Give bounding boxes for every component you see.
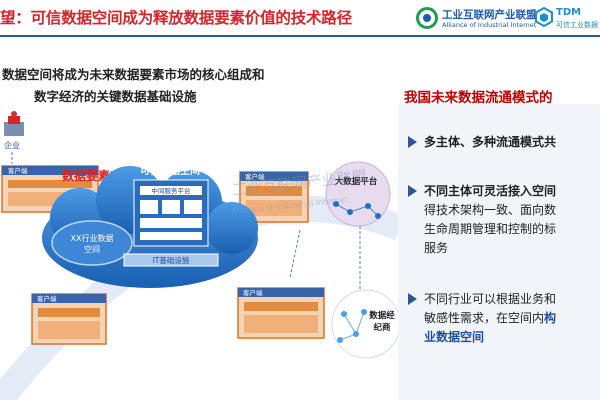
right-title: 我国未来数据流通模式的 [404, 90, 553, 106]
client-box-right-bottom: 客户端 [237, 287, 325, 339]
svg-text:客户端: 客户端 [8, 166, 28, 175]
middleware-label: 中间服务平台 [152, 186, 191, 195]
tdm-logo-sub: 可信工业数据 [556, 21, 598, 29]
data-broker [331, 289, 400, 359]
svg-text:XX行业数据: XX行业数据 [71, 233, 114, 243]
bullet-2-line-3: 生命周期管理和控制的标 [424, 222, 557, 236]
bullet-arrow-icon [408, 293, 417, 305]
it-infra-bar [123, 253, 219, 267]
data-broker-label-2: 纪商 [373, 322, 391, 333]
data-broker-label-1: 数据经 [369, 310, 395, 321]
enterprise-label: 企业 [4, 140, 20, 150]
bullet-3-line-2-emphasis: 构 [544, 311, 557, 325]
industry-data-space: XX行业数据 空间 [51, 220, 133, 266]
bullet-3-line-2-text: 敏感性需求，在空间内 [424, 311, 545, 325]
data-flow-diagram: 企业 客户端 客户端 客户端 客户端 数据要素市场 [0, 111, 400, 400]
big-data-platform-label: 大数据平台 [335, 176, 378, 187]
client-box-left-bottom: 客户端 [31, 293, 107, 345]
bullet-1: 多主体、多种流通模式共 [424, 135, 557, 149]
bullet-3-line-3: 业数据空间 [424, 330, 485, 344]
enterprise-icon [4, 111, 24, 136]
tdm-logo-title: TDM [556, 7, 582, 18]
svg-text:客户端: 客户端 [243, 288, 263, 297]
svg-text:客户端: 客户端 [37, 294, 57, 303]
aii-logo-en: Alliance of Industrial Internet [442, 21, 537, 29]
trusted-space-box: 中间服务平台 [133, 179, 209, 247]
intro-text: 数据空间将成为未来数据要素市场的核心组成和 数字经济的关键数据基础设施 [2, 64, 265, 108]
intro-line-2: 数字经济的关键数据基础设施 [34, 89, 197, 104]
bullet-2-line-1: 不同主体可灵活接入空间 [424, 184, 557, 198]
page-title: 望：可信数据空间成为释放数据要素价值的技术路径 [0, 9, 352, 27]
bullet-arrow-icon [408, 136, 417, 148]
header-divider [0, 35, 600, 37]
bullet-2-line-2: 得技术架构一致、面向数 [424, 203, 557, 217]
right-panel: 多主体、多种流通模式共 不同主体可灵活接入空间 得技术架构一致、面向数 生命周期… [398, 104, 600, 400]
bullet-2-line-4: 服务 [424, 241, 449, 255]
aii-logo: 工业互联网产业联盟 Alliance of Industrial Interne… [416, 6, 537, 32]
aii-logo-icon [416, 7, 438, 29]
bullet-3-line-1: 不同行业可以根据业务和 [424, 292, 557, 306]
svg-text:空间: 空间 [84, 244, 100, 254]
big-data-platform [325, 161, 391, 227]
intro-line-1: 数据空间将成为未来数据要素市场的核心组成和 [2, 67, 265, 82]
trusted-space-label: 可信数据空间 [140, 164, 200, 177]
tdm-logo: TDM 可信工业数据 [534, 6, 598, 32]
tdm-logo-icon [535, 7, 553, 27]
header-bar [0, 0, 600, 40]
it-infra-label: IT基础设施 [153, 255, 190, 265]
bullet-3-line-2: 敏感性需求，在空间内构 [424, 309, 556, 328]
svg-text:客户端: 客户端 [245, 172, 265, 181]
bullet-arrow-icon [408, 185, 417, 197]
aii-logo-cn: 工业互联网产业联盟 [442, 9, 537, 21]
